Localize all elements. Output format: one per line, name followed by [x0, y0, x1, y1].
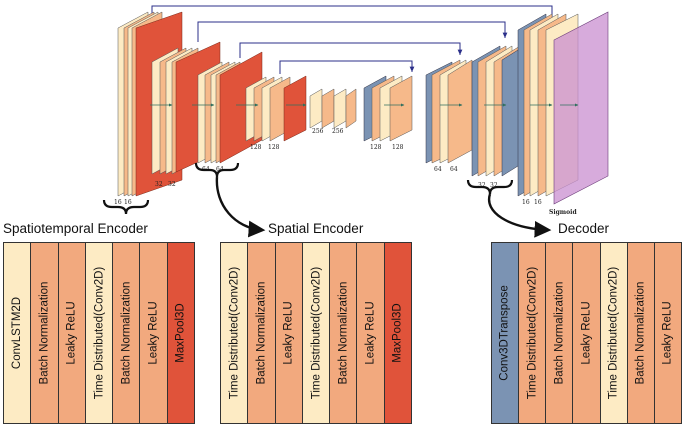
- spatial-layer-6-label: Leaky ReLU: [364, 301, 377, 365]
- decoder-layer-2: Time Distributed(Conv2D): [518, 243, 546, 423]
- spatiotemporal-layer-5-label: Batch Normalization: [120, 281, 133, 385]
- spatiotemporal-layer-2: Batch Normalization: [30, 243, 58, 423]
- decoder-block-3: 64 64: [425, 59, 473, 173]
- skip-connection-1: [151, 5, 555, 28]
- skip-connection-2: [197, 21, 508, 42]
- dim-label-enc2-b: 32: [168, 181, 176, 188]
- output-sigmoid-label: Sigmoid: [549, 209, 577, 216]
- decoder-layer-4: Leaky ReLU: [572, 243, 600, 423]
- decoder-layer-5-label: Time Distributed(Conv2D): [607, 266, 620, 400]
- skip-connection-3: [239, 42, 463, 58]
- spatial-layer-7: MaxPool3D: [383, 243, 411, 423]
- spatial-layer-5: Batch Normalization: [329, 243, 357, 423]
- encoder-block-3: 64 64: [197, 51, 263, 173]
- decoder-block-4: 128 128: [363, 75, 413, 151]
- spatiotemporal-layer-4-label: Time Distributed(Conv2D): [92, 266, 105, 400]
- dim-label-enc4-b: 128: [268, 144, 280, 151]
- spatiotemporal-encoder-title: Spatiotemporal Encoder: [3, 221, 148, 236]
- dim-label-dec4-a: 128: [370, 144, 382, 151]
- dim-label-enc4-a: 128: [250, 144, 262, 151]
- skip-connection-4: [279, 60, 415, 74]
- dim-label-dec1-b: 16: [534, 199, 542, 206]
- decoder-title: Decoder: [558, 221, 610, 236]
- dim-label-bottleneck-b: 256: [332, 128, 344, 135]
- decoder-layer-4-label: Leaky ReLU: [580, 301, 593, 365]
- spatial-layer-1: Time Distributed(Conv2D): [221, 243, 248, 423]
- decoder-layer-6: Batch Normalization: [626, 243, 654, 423]
- spatiotemporal-layer-1-label: ConvLSTM2D: [11, 296, 24, 370]
- spatial-layer-7-label: MaxPool3D: [391, 303, 404, 363]
- spatiotemporal-layer-1: ConvLSTM2D: [4, 243, 31, 423]
- dim-label-dec4-b: 128: [392, 144, 404, 151]
- spatial-layer-3: Leaky ReLU: [274, 243, 302, 423]
- spatial-layer-5-label: Batch Normalization: [337, 281, 350, 385]
- spatiotemporal-layer-6-label: Leaky ReLU: [147, 301, 160, 365]
- spatiotemporal-layer-3: Leaky ReLU: [57, 243, 85, 423]
- arrow-to-spatial-encoder: [215, 176, 266, 238]
- decoder-layer-1-label: Conv3DTranspose: [499, 285, 512, 381]
- dim-label-dec2-a: 32: [478, 182, 486, 189]
- dim-label-dec2-b: 32: [490, 182, 498, 189]
- spatiotemporal-layer-7: MaxPool3D: [166, 243, 194, 423]
- spatiotemporal-layer-7-label: MaxPool3D: [174, 303, 187, 363]
- spatial-layer-1-label: Time Distributed(Conv2D): [228, 266, 241, 400]
- decoder-layer-7-label: Leaky ReLU: [661, 301, 674, 365]
- spatial-layer-2: Batch Normalization: [247, 243, 275, 423]
- dim-label-dec3-b: 64: [450, 166, 458, 173]
- arrow-to-decoder: [487, 193, 552, 238]
- decoder-layer-3-label: Batch Normalization: [553, 281, 566, 385]
- dim-label-enc1-a: 16: [114, 199, 122, 206]
- spatial-layer-4-label: Time Distributed(Conv2D): [309, 266, 322, 400]
- decoder-layer-1: Conv3DTranspose: [492, 243, 519, 423]
- brace-spatiotemporal: [102, 199, 150, 215]
- dim-label-bottleneck-a: 256: [312, 128, 324, 135]
- dim-label-dec3-a: 64: [434, 166, 442, 173]
- decoder-layer-5: Time Distributed(Conv2D): [599, 243, 627, 423]
- dim-label-enc2-a: 32: [155, 181, 163, 188]
- spatiotemporal-layer-5: Batch Normalization: [112, 243, 140, 423]
- spatial-encoder-panel: Time Distributed(Conv2D) Batch Normalizat…: [220, 242, 412, 424]
- spatiotemporal-layer-4: Time Distributed(Conv2D): [84, 243, 113, 423]
- decoder-layer-3: Batch Normalization: [545, 243, 573, 423]
- spatial-layer-2-label: Batch Normalization: [255, 281, 268, 385]
- bottleneck-block: 256 256: [309, 88, 357, 135]
- spatiotemporal-layer-2-label: Batch Normalization: [38, 281, 51, 385]
- spatiotemporal-layer-6: Leaky ReLU: [139, 243, 167, 423]
- spatiotemporal-layer-3-label: Leaky ReLU: [65, 301, 78, 365]
- spatial-layer-4: Time Distributed(Conv2D): [301, 243, 330, 423]
- decoder-layer-7: Leaky ReLU: [653, 243, 681, 423]
- dim-label-dec1-a: 16: [522, 199, 530, 206]
- dim-label-enc3-b: 64: [216, 166, 224, 173]
- decoder-panel: Conv3DTranspose Time Distributed(Conv2D) B…: [491, 242, 682, 424]
- spatial-layer-3-label: Leaky ReLU: [282, 301, 295, 365]
- spatial-layer-6: Leaky ReLU: [356, 243, 384, 423]
- dim-label-enc1-b: 16: [124, 199, 132, 206]
- spatiotemporal-encoder-panel: ConvLSTM2D Batch Normalization Leaky ReLU T…: [3, 242, 195, 424]
- decoder-layer-2-label: Time Distributed(Conv2D): [526, 266, 539, 400]
- decoder-layer-6-label: Batch Normalization: [634, 281, 647, 385]
- output-block: Sigmoid: [549, 11, 609, 216]
- encoder-block-4: 128 128: [245, 75, 307, 151]
- spatial-encoder-title: Spatial Encoder: [268, 221, 364, 236]
